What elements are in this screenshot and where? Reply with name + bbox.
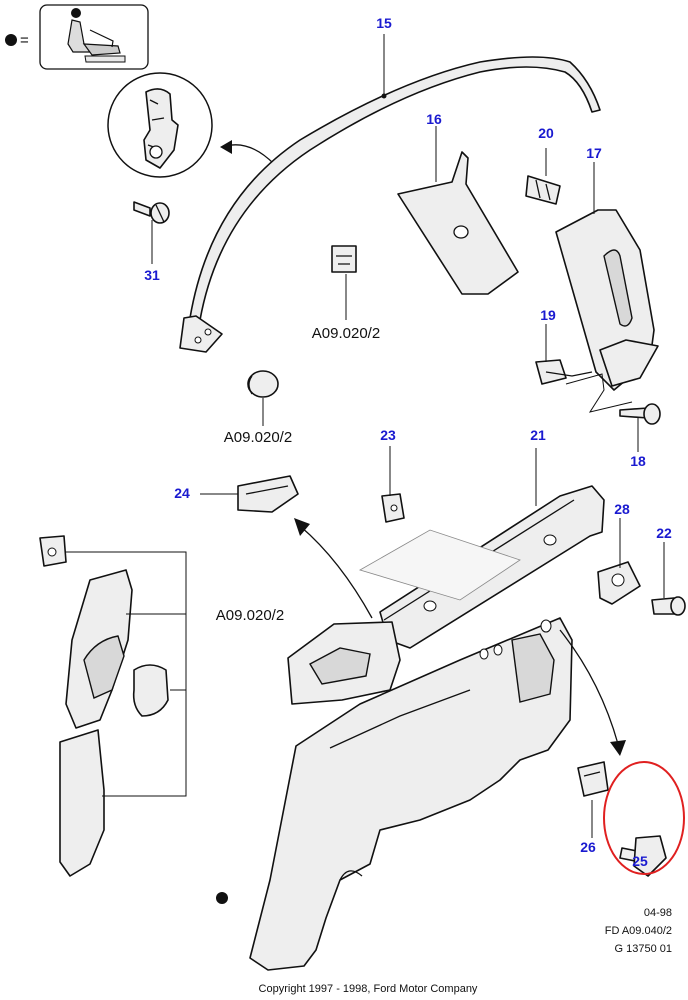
callout-24: 24 [174,485,190,501]
grommet-ring [132,664,169,717]
legend-equals: = [20,32,29,49]
seat-icon [67,8,126,63]
callout-23: 23 [380,427,396,443]
part-17-pillar-trim [555,209,659,391]
end-piece-arrow [299,525,373,619]
trim-end-piece [287,621,401,705]
copyright-notice: Copyright 1997 - 1998, Ford Motor Compan… [259,983,478,995]
fastener-arrow [559,629,619,745]
callout-26: 26 [580,839,596,855]
part-15-roof-trim [179,56,601,353]
detail-arrow-head [220,140,232,154]
callout-15: 15 [376,15,392,31]
part-26-clip [577,761,609,797]
part-31-screw [133,201,170,224]
part-16-pillar-trim [397,151,519,295]
left-pillar-lower [59,729,105,877]
part-22-bolt [651,596,686,616]
part-23-clip [381,493,405,523]
callout-19: 19 [540,307,556,323]
callout-16: 16 [426,111,442,127]
callout-21: 21 [530,427,546,443]
drawing-doc-number: FD A09.040/2 [605,925,672,937]
callout-25: 25 [632,853,648,869]
highlight-circle [603,761,685,875]
callout-22: 22 [656,525,672,541]
seat-legend: = [5,4,149,70]
callout-17: 17 [586,145,602,161]
callout-20: 20 [538,125,554,141]
end-piece-arrow-head [294,518,310,536]
seat-icon-frame [39,4,149,70]
fastener-arrow-head [610,740,626,756]
drawing-date: 04-98 [644,907,672,919]
part-19-clip [535,359,593,385]
callout-31: 31 [144,267,160,283]
callout-leaders [151,34,665,838]
pillar-leader-lines [565,373,633,413]
drawing-id: G 13750 01 [615,943,673,955]
detail-arrow [225,144,275,165]
reference-label-left: A09.020/2 [216,607,284,624]
reference-label-middle: A09.020/2 [224,429,292,446]
seal-detail-view [107,72,213,178]
seat-reference-dot [216,892,228,904]
reference-label-upper: A09.020/2 [312,325,380,342]
callout-18: 18 [630,453,646,469]
part-20-clip [525,175,561,205]
trim-cap [247,370,279,398]
legend-dot-icon [5,34,17,46]
part-28-retainer [597,561,641,605]
left-pillar-group [39,535,169,877]
callout-28: 28 [614,501,630,517]
retaining-clip [331,245,357,273]
part-24-cap [237,475,299,513]
quarter-panel-trim [249,617,573,971]
left-group-leader-lines [66,551,187,797]
part-18-screw [619,403,661,425]
part-25-fastener [619,835,667,877]
